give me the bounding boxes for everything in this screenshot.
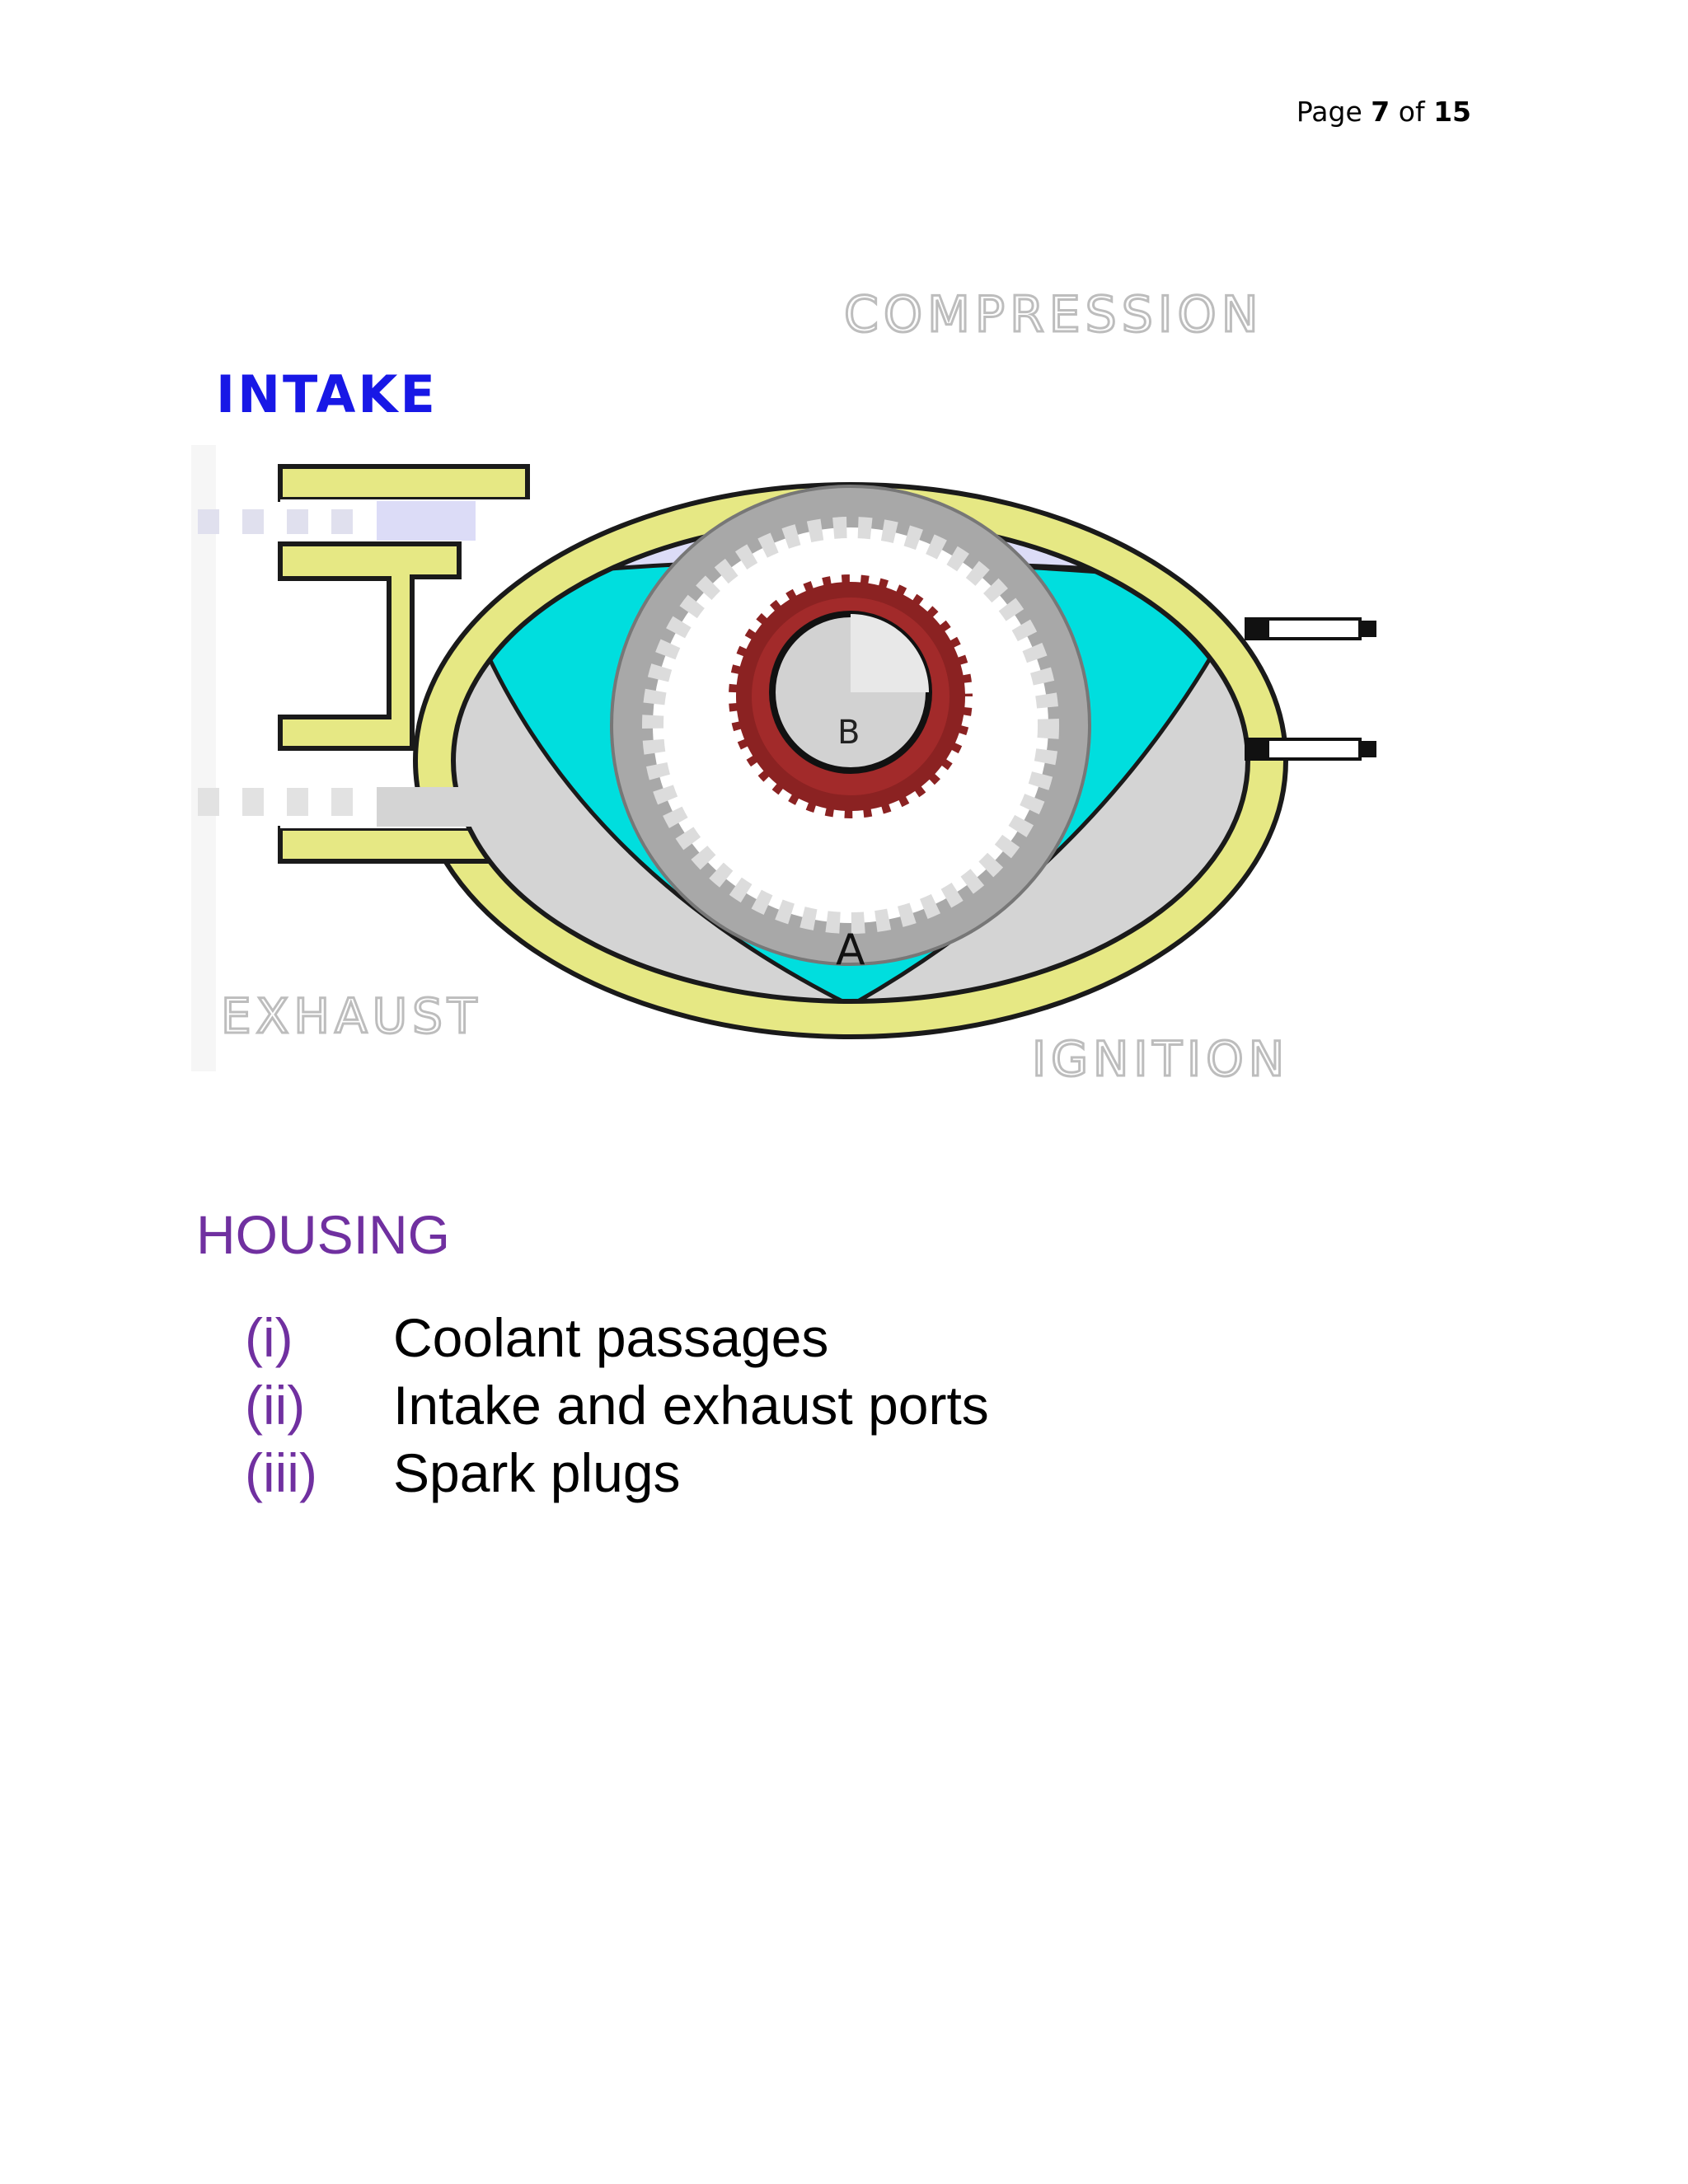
section-heading: HOUSING xyxy=(196,1204,451,1265)
list-item-number: (iii) xyxy=(245,1442,317,1503)
spark-plug-bottom-body xyxy=(1261,738,1362,761)
eccentric-shaft-highlight xyxy=(851,614,929,692)
spark-plug-top-end xyxy=(1360,621,1376,637)
list-item-text: Intake and exhaust ports xyxy=(393,1375,989,1436)
label-compression: COMPRESSION xyxy=(844,286,1264,344)
intake-port-gap xyxy=(377,501,476,541)
spark-plug-top-body xyxy=(1261,617,1362,640)
exhaust-port-fade xyxy=(198,788,353,816)
page-of: of xyxy=(1398,96,1425,128)
port-bracket xyxy=(278,541,462,751)
list-item-number: (i) xyxy=(245,1307,293,1368)
intake-port-upper xyxy=(278,464,530,502)
label-ignition: IGNITION xyxy=(1032,1031,1289,1087)
label-rotor-tip-a: A xyxy=(836,926,865,975)
left-shadow-band xyxy=(191,445,216,1071)
label-exhaust: EXHAUST xyxy=(221,988,481,1044)
page-current: 7 xyxy=(1371,96,1390,128)
spark-plug-top-tip xyxy=(1245,617,1269,640)
spark-plug-bottom-end xyxy=(1360,741,1376,757)
spark-plug-bottom-tip xyxy=(1245,738,1269,761)
list-item-text: Coolant passages xyxy=(393,1307,829,1368)
label-intake: INTAKE xyxy=(216,364,438,424)
page-total: 15 xyxy=(1433,96,1471,128)
intake-port-fade xyxy=(198,509,353,534)
page-number: Page 7 of 15 xyxy=(1296,96,1471,128)
list-item-text: Spark plugs xyxy=(393,1442,681,1503)
list-item-number: (ii) xyxy=(245,1375,306,1436)
pinion-gear-teeth xyxy=(721,567,980,826)
exhaust-port-gap xyxy=(377,787,476,827)
label-shaft-b: B xyxy=(837,714,860,752)
page-label: Page xyxy=(1296,96,1362,128)
rotary-engine-diagram: COMPRESSION INTAKE EXHAUST IGNITION A B xyxy=(191,280,1477,1104)
